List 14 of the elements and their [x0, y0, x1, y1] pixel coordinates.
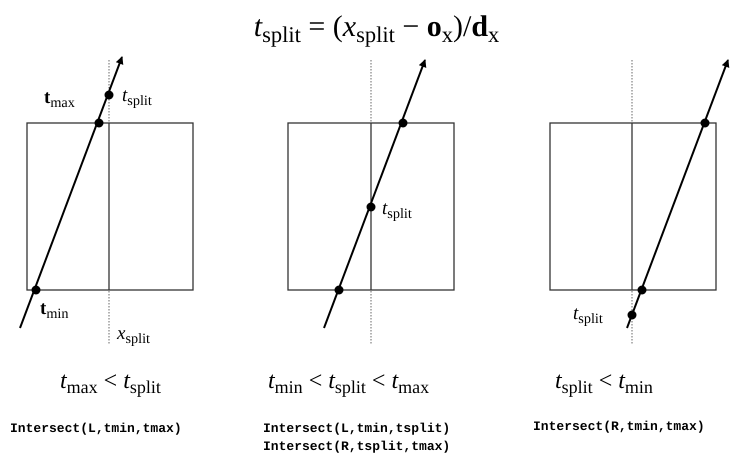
math-label: t$_{max}$ — [44, 86, 75, 110]
code-line: Intersect(L,tmin,tmax) — [10, 421, 182, 438]
math-label: t$_{split}$ — [382, 197, 412, 221]
condition-formula: t$_{max}$ < t$_{split}$ — [60, 367, 161, 396]
math-label: t$_{min}$ — [40, 297, 68, 321]
math-label: t$_{split}$ — [122, 84, 152, 108]
code-line: Intersect(L,tmin,tsplit) — [263, 421, 450, 438]
code-line: Intersect(R,tsplit,tmax) — [263, 439, 450, 456]
condition-formula: t$_{min}$ < t$_{split}$ < t$_{max}$ — [268, 367, 430, 396]
formula-title: t$_{split}$ = (x$_{split}$ − o$_{x}$)/d$_{x}$ — [254, 9, 500, 46]
code-line: Intersect(R,tmin,tmax) — [533, 419, 705, 436]
math-label: x$_{split}$ — [117, 322, 150, 346]
condition-formula: t$_{split}$ < t$_{min}$ — [555, 367, 653, 396]
math-label: t$_{split}$ — [573, 302, 603, 326]
